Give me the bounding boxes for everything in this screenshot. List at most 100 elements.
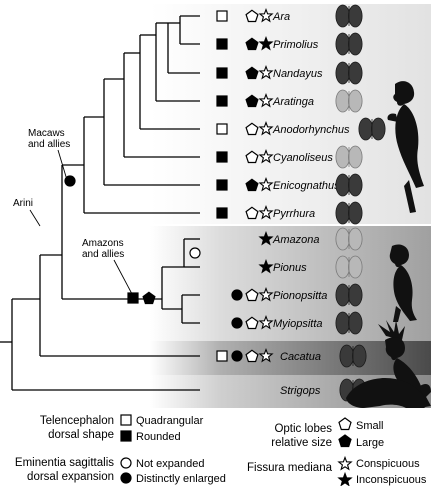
conspicuous-star-marker [258, 8, 274, 23]
brain-icon [335, 311, 363, 335]
rounded-square-marker [216, 38, 228, 50]
large-pentagon-marker [245, 37, 259, 51]
macaws-pointer [57, 149, 68, 181]
arini-label: Arini [13, 198, 33, 209]
taxon-row-pionopsitta: Pionopsitta [231, 283, 363, 307]
conspicuous-star-marker [258, 348, 274, 363]
small-pentagon-marker [245, 206, 259, 220]
taxon-name: Pionus [273, 262, 307, 274]
brain-icon [335, 61, 363, 85]
legend-not-expanded-label: Not expanded [136, 458, 205, 470]
not-expanded-circle-marker [189, 247, 201, 259]
legend-eminentia-title-line1: Eminentia sagittalis [15, 457, 114, 469]
inconspicuous-star-marker [258, 231, 274, 246]
clade-labels: Macaws and allies Amazons and allies Ari… [13, 128, 133, 295]
legend-fissura: Fissura mediana Conspicuous Inconspicuou… [247, 455, 427, 486]
legend-inconspicuous-label: Inconspicuous [356, 474, 427, 486]
brain-icon [335, 89, 363, 113]
brain-icon [335, 32, 363, 56]
taxon-name: Cyanoliseus [273, 152, 333, 164]
enlarged-circle-marker [231, 350, 243, 362]
enlarged-circle-marker [64, 175, 76, 187]
small-pentagon-marker [245, 150, 259, 164]
character-legend: Telencephalon dorsal shape Quadrangular … [15, 414, 427, 486]
enlarged-circle-marker [231, 317, 243, 329]
conspicuous-star-marker [258, 287, 274, 302]
brain-icon [335, 4, 363, 28]
taxon-name: Amazona [272, 234, 319, 246]
rounded-square-icon [120, 430, 132, 442]
rounded-square-marker [216, 207, 228, 219]
small-pentagon-marker [245, 9, 259, 23]
conspicuous-star-marker [258, 93, 274, 108]
arini-pointer [29, 209, 41, 227]
macaw-silhouette [387, 81, 424, 213]
conspicuous-star-marker [258, 149, 274, 164]
taxon-row-primolius: Primolius [216, 32, 363, 56]
amazons-label-line2: and allies [82, 249, 124, 260]
inconspicuous-star-marker [258, 36, 274, 51]
taxon-row-cacatua: Cacatua [216, 344, 367, 368]
conspicuous-star-icon [337, 455, 353, 471]
quadrangular-square-marker [216, 123, 228, 135]
taxon-name: Anodorhynchus [272, 124, 350, 136]
taxon-name: Aratinga [272, 96, 314, 108]
rounded-square-marker [216, 95, 228, 107]
inconspicuous-star-icon [337, 471, 353, 486]
legend-fissura-title: Fissura mediana [247, 462, 333, 474]
taxon-row-nandayus: Nandayus [216, 61, 363, 85]
taxon-row-myiopsitta: Myiopsitta [231, 311, 363, 335]
legend-rounded-label: Rounded [136, 431, 181, 443]
taxon-row-anodorhynchus: Anodorhynchus [216, 117, 386, 141]
large-pentagon-icon [338, 434, 352, 448]
conspicuous-star-marker [258, 177, 274, 192]
large-pentagon-marker [245, 94, 259, 108]
not-expanded-circle-icon [120, 457, 132, 469]
large-pentagon-marker [245, 66, 259, 80]
quadrangular-square-marker [216, 10, 228, 22]
taxon-row-amazona: Amazona [258, 227, 363, 251]
legend-eminentia: Eminentia sagittalis dorsal expansion No… [15, 457, 226, 485]
amazons-label-line1: Amazons [82, 238, 124, 249]
brain-icon [335, 201, 363, 225]
quadrangular-square-marker [216, 350, 228, 362]
bird-silhouettes [346, 81, 431, 408]
rounded-square-marker [216, 67, 228, 79]
taxon-name: Primolius [273, 39, 319, 51]
node-character-markers [64, 175, 201, 305]
taxon-row-pionus: Pionus [258, 255, 363, 279]
brain-icon [335, 283, 363, 307]
large-pentagon-marker [142, 291, 156, 305]
legend-large-label: Large [356, 437, 384, 449]
small-pentagon-marker [245, 288, 259, 302]
legend-conspicuous-label: Conspicuous [356, 458, 420, 470]
legend-eminentia-title-line2: dorsal expansion [27, 471, 114, 483]
brain-icon [358, 117, 386, 141]
taxon-name: Pionopsitta [273, 290, 327, 302]
enlarged-circle-marker [231, 289, 243, 301]
legend-optic: Optic lobes relative size Small Large [271, 417, 384, 449]
taxon-row-enicognathus: Enicognathus [216, 173, 363, 197]
taxon-name: Pyrrhura [273, 208, 315, 220]
legend-telencephalon: Telencephalon dorsal shape Quadrangular … [40, 414, 204, 443]
taxon-row-aratinga: Aratinga [216, 89, 363, 113]
legend-enlarged-label: Distinctly enlarged [136, 473, 226, 485]
brain-icon [335, 255, 363, 279]
conspicuous-star-marker [258, 121, 274, 136]
taxon-row-pyrrhura: Pyrrhura [216, 201, 363, 225]
brain-icon [335, 227, 363, 251]
taxon-row-cyanoliseus: Cyanoliseus [216, 145, 363, 169]
legend-quadrangular-label: Quadrangular [136, 415, 204, 427]
enlarged-circle-icon [120, 472, 132, 484]
taxon-rows: AraPrimoliusNandayusAratingaAnodorhynchu… [216, 4, 386, 402]
rounded-square-marker [216, 179, 228, 191]
taxon-name: Myiopsitta [273, 318, 323, 330]
taxon-name: Cacatua [280, 351, 321, 363]
amazon-silhouette [389, 244, 417, 322]
kakapo-silhouette [346, 378, 431, 408]
legend-optic-title-line1: Optic lobes [274, 423, 332, 435]
amazon-band [150, 226, 431, 341]
rounded-square-marker [216, 151, 228, 163]
small-pentagon-marker [245, 349, 259, 363]
